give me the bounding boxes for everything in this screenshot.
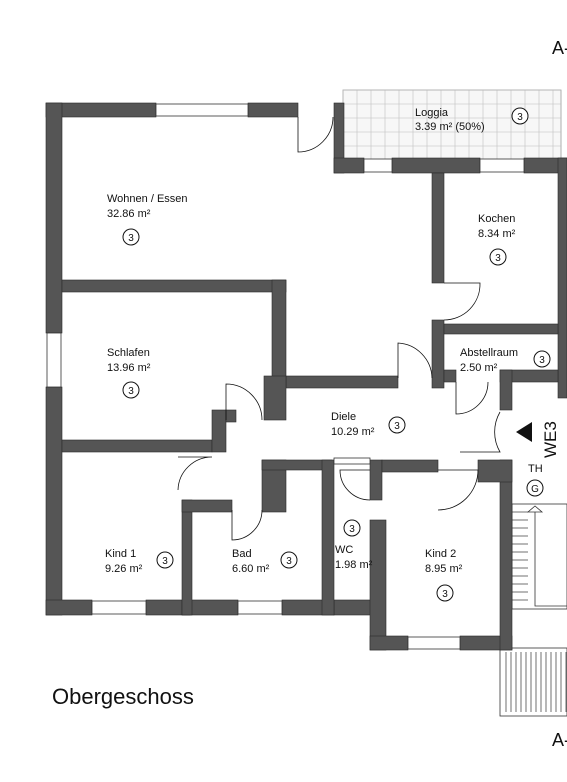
loggia-tiling [342, 89, 562, 161]
room-area: 6.60 m² [232, 563, 270, 575]
balcony-railing [499, 647, 567, 717]
edge-label-bottom: A- [552, 730, 567, 750]
room-name: Kind 1 [105, 548, 136, 560]
room-tag: 3 [495, 253, 501, 264]
room-area: 13.96 m² [107, 362, 151, 374]
room-area: 9.26 m² [105, 563, 143, 575]
room-name: Kochen [478, 213, 515, 225]
room-tag-circle [122, 381, 140, 399]
room-diele: Diele 10.29 m² 3 [331, 411, 406, 438]
room-area: 8.34 m² [478, 228, 516, 240]
room-name: Kind 2 [425, 548, 456, 560]
plan-title: Obergeschoss [52, 684, 194, 709]
room-tag-circle [343, 519, 361, 537]
room-area: 32.86 m² [107, 208, 151, 220]
room-tag-circle [388, 416, 406, 434]
room-tag: 3 [286, 556, 292, 567]
room-tag: 3 [442, 589, 448, 600]
room-tag: 3 [539, 355, 545, 366]
room-loggia: Loggia 3.39 m² (50%) 3 [415, 107, 529, 133]
room-tag-circle [436, 584, 454, 602]
unit-marker: WE3 [516, 421, 560, 458]
room-area: 8.95 m² [425, 563, 463, 575]
room-name: Abstellraum [460, 347, 518, 359]
room-area: 3.39 m² (50%) [415, 121, 485, 133]
stairwell [511, 503, 567, 610]
room-tag-circle [511, 107, 529, 125]
room-name: Bad [232, 548, 252, 560]
doors [177, 116, 501, 541]
room-name: Diele [331, 411, 356, 423]
room-tag: 3 [162, 556, 168, 567]
room-name: WC [335, 544, 353, 556]
room-name: Wohnen / Essen [107, 193, 188, 205]
room-name: Schlafen [107, 347, 150, 359]
room-abstell: Abstellraum 2.50 m² 3 [460, 347, 551, 374]
room-wohnen: Wohnen / Essen 32.86 m² 3 [107, 193, 188, 246]
room-area: 10.29 m² [331, 426, 375, 438]
room-tag-circle [489, 248, 507, 266]
room-bad: Bad 6.60 m² 3 [232, 548, 298, 575]
room-kochen: Kochen 8.34 m² 3 [478, 213, 516, 266]
room-name: Loggia [415, 107, 449, 119]
room-area: 2.50 m² [460, 362, 498, 374]
stair-tag: G [531, 484, 539, 495]
edge-label-top: A- [552, 38, 567, 58]
stair-text: TH [528, 463, 543, 475]
walls [45, 102, 567, 651]
room-tag: 3 [394, 421, 400, 432]
room-tag-circle [280, 551, 298, 569]
room-tag: 3 [128, 233, 134, 244]
unit-label: WE3 [541, 421, 560, 458]
room-tag-circle [122, 228, 140, 246]
room-wc: WC 1.98 m² 3 [335, 519, 373, 571]
room-kind2: Kind 2 8.95 m² 3 [425, 548, 463, 602]
room-tag-circle [533, 350, 551, 368]
room-tag: 3 [128, 386, 134, 397]
room-tag-circle [156, 551, 174, 569]
room-schlafen: Schlafen 13.96 m² 3 [107, 347, 151, 399]
windows [46, 103, 525, 650]
room-tag: 3 [349, 524, 355, 535]
room-tag: 3 [517, 112, 523, 123]
room-kind1: Kind 1 9.26 m² 3 [105, 548, 174, 575]
stair-label: TH G [526, 463, 544, 497]
room-area: 1.98 m² [335, 559, 373, 571]
